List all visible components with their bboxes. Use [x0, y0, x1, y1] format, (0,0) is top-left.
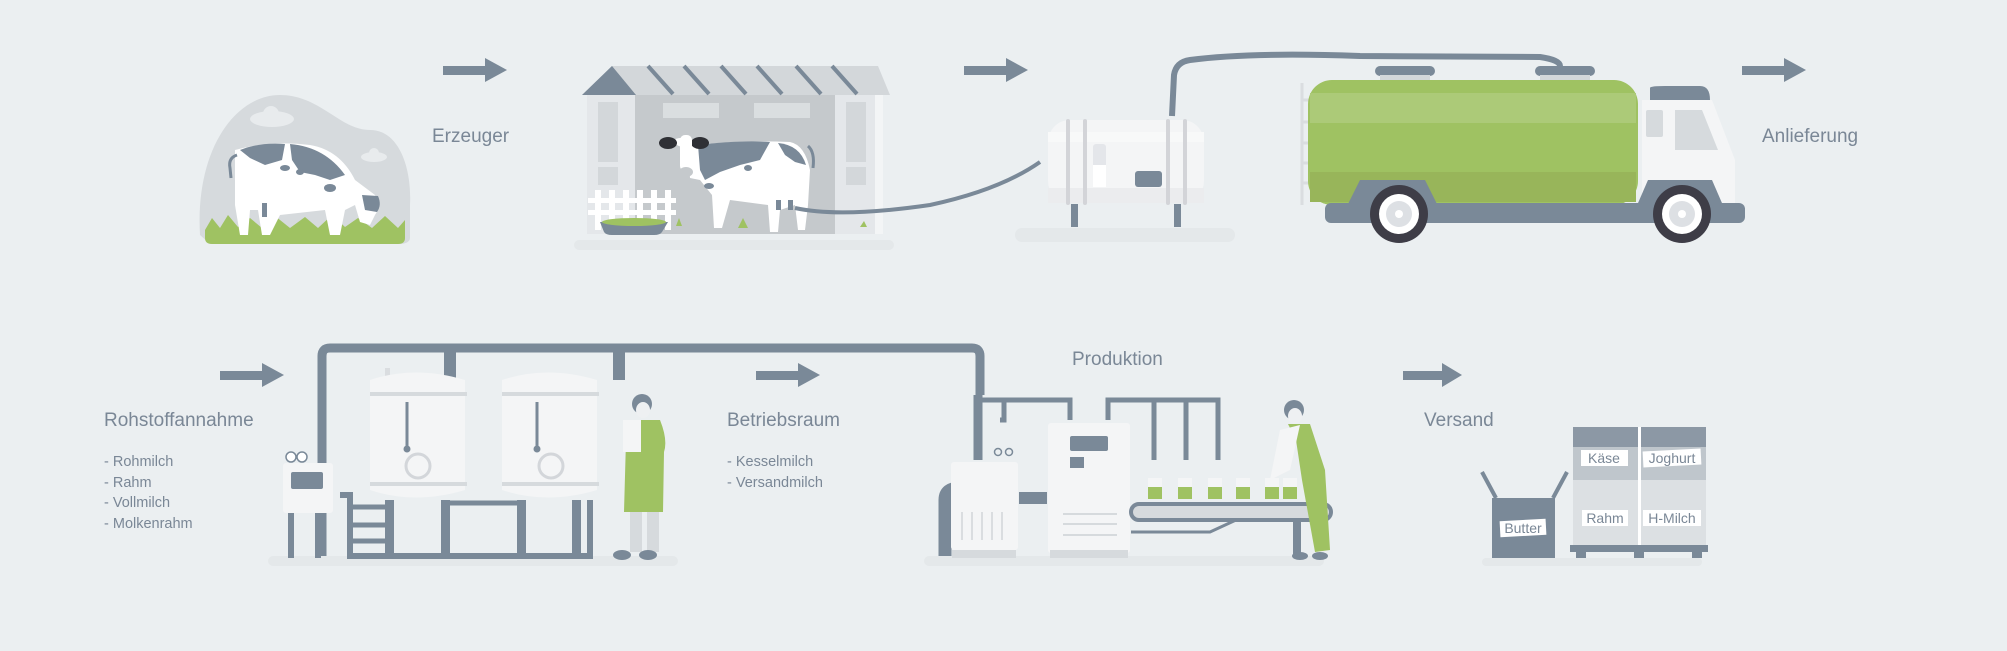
barn-icon [574, 64, 1042, 250]
svg-text:Butter: Butter [1504, 520, 1542, 536]
stage-label-produktion: Produktion [1072, 349, 1163, 370]
wheel-icon [1370, 185, 1428, 243]
worker-icon [1270, 400, 1330, 560]
svg-text:Rahm: Rahm [1586, 510, 1623, 526]
list-item: Versandmilch [727, 473, 823, 494]
stage-label-versand: Versand [1424, 410, 1494, 431]
betriebsraum-items: Kesselmilch Versandmilch [727, 452, 823, 493]
arrow-icon [1742, 58, 1806, 82]
box-label-butter: Butter [1499, 518, 1547, 538]
milk-storage-tank-icon [1015, 51, 1563, 242]
reception-tanks-icon [268, 343, 985, 566]
list-item: Rohmilch [104, 452, 193, 473]
arrow-icon [964, 58, 1028, 82]
arrow-icon [1403, 363, 1462, 387]
wheel-icon [1653, 185, 1711, 243]
list-item: Kesselmilch [727, 452, 823, 473]
stage-label-betriebsraum: Betriebsraum [727, 410, 840, 431]
list-item: Rahm [104, 473, 193, 494]
box-label-rahm: Rahm [1582, 510, 1628, 526]
rohstoffannahme-items: Rohmilch Rahm Vollmilch Molkenrahm [104, 452, 193, 534]
stage-label-rohstoffannahme: Rohstoffannahme [104, 410, 254, 431]
worker-icon [613, 394, 666, 560]
grazing-cow-icon [199, 95, 411, 244]
arrow-icon [756, 363, 820, 387]
box-label-h-milch: H-Milch [1643, 510, 1701, 526]
list-item: Molkenrahm [104, 514, 193, 535]
arrow-icon [443, 58, 507, 82]
svg-text:H-Milch: H-Milch [1648, 510, 1695, 526]
list-item: Vollmilch [104, 493, 193, 514]
box-label-kaese: Käse [1581, 450, 1628, 466]
production-line-icon [924, 395, 1333, 566]
stage-label-anlieferung: Anlieferung [1762, 126, 1859, 147]
svg-text:Käse: Käse [1588, 450, 1620, 466]
svg-text:Joghurt: Joghurt [1649, 450, 1696, 466]
stage-label-erzeuger: Erzeuger [432, 126, 510, 147]
arrow-icon [220, 363, 284, 387]
shipping-pallet-icon: Butter Käse Joghurt Rahm H-Milch [1480, 427, 1708, 566]
box-label-joghurt: Joghurt [1642, 448, 1702, 468]
milk-tanker-truck-icon [1300, 66, 1745, 243]
bottle-row [1148, 478, 1297, 499]
